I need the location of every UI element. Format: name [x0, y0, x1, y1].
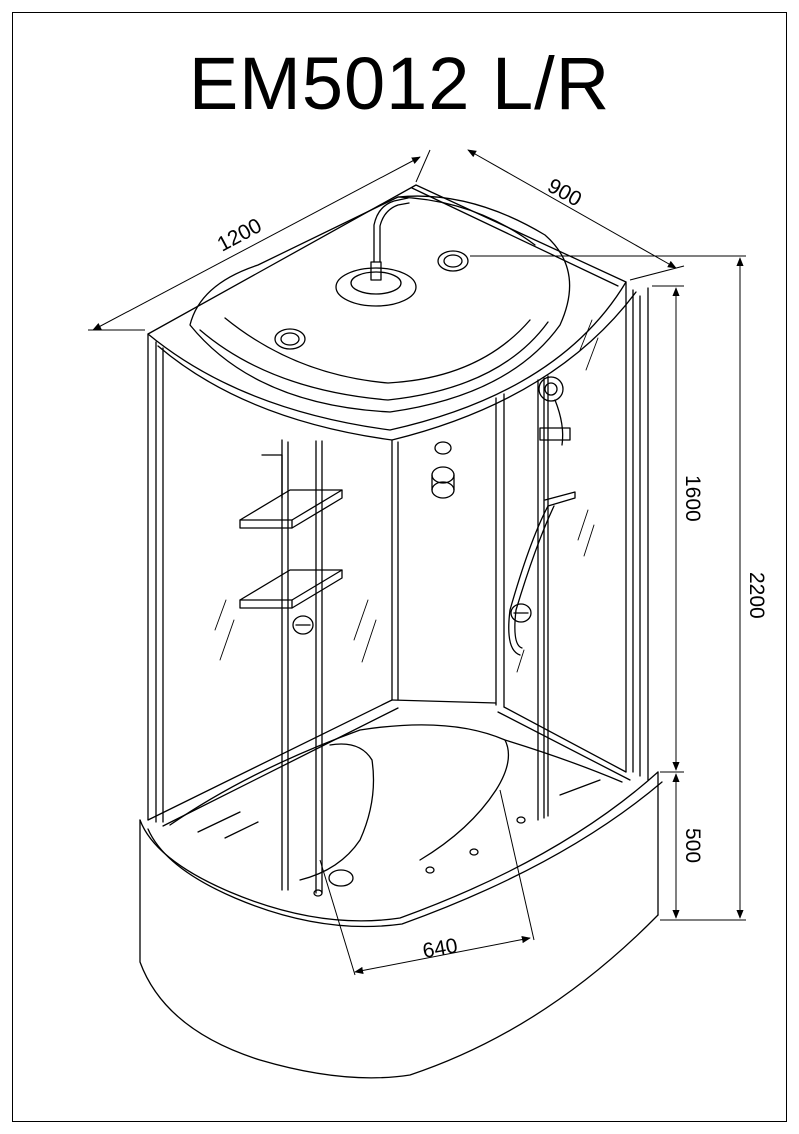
rain-shower-head	[335, 197, 417, 307]
tray-skirt	[139, 771, 663, 1079]
roof-speaker	[437, 250, 469, 272]
model-title: EM5012 L/R	[188, 42, 611, 125]
extension-line	[415, 149, 431, 183]
door-handles	[292, 603, 532, 635]
control-knobs	[431, 441, 455, 499]
cabin-frame	[147, 281, 649, 894]
dim-label-total-height: 2200	[745, 572, 768, 619]
dimension-line-length	[92, 156, 421, 331]
extension-line	[319, 789, 535, 976]
shower-tray-bowl	[169, 724, 623, 887]
dim-label-cabin-height: 1600	[681, 475, 704, 522]
dimension-line-depth	[467, 149, 677, 269]
glass-reflections	[214, 319, 599, 673]
dim-label-length: 1200	[214, 214, 266, 256]
dim-label-door-width: 640	[421, 934, 460, 963]
massage-jets	[313, 816, 526, 897]
extension-line	[470, 255, 746, 921]
roof-light	[274, 328, 306, 350]
glass-shelves	[239, 454, 343, 609]
hand-shower	[508, 376, 576, 656]
dim-label-depth: 900	[544, 174, 586, 211]
roof	[147, 184, 637, 441]
dim-label-tray-height: 500	[681, 828, 704, 863]
dimension-line-door-width	[354, 936, 531, 974]
